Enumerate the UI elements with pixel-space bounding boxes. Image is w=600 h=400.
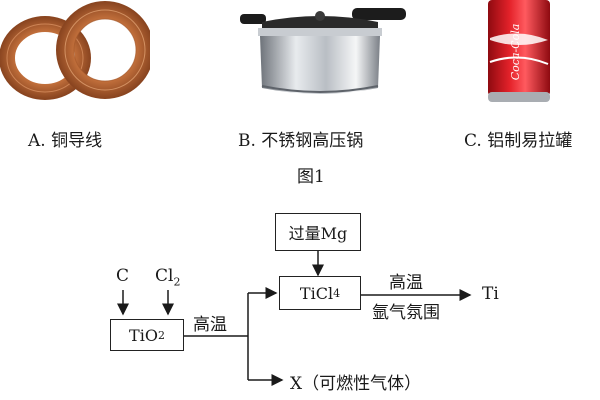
can-logo-text: Coca-Cola	[509, 24, 522, 81]
product-ti: Ti	[482, 284, 499, 304]
cl2-base: Cl	[155, 266, 174, 286]
tio2-base: TiO	[129, 325, 158, 345]
excess-mg-label: 过量Mg	[288, 224, 348, 243]
caption-b: B. 不锈钢高压锅	[238, 131, 364, 151]
reactant-c: C	[116, 266, 130, 286]
ticl4-base: TiCl	[299, 283, 334, 303]
tio2-sub: 2	[157, 328, 165, 342]
figure-title: 图1	[297, 167, 325, 187]
copper-wire-image	[0, 0, 154, 110]
byproduct-x: X（可燃性气体）	[290, 374, 422, 394]
ticl4-sub: 4	[333, 286, 341, 300]
excess-mg-box: 过量Mg	[275, 213, 361, 251]
cl2-sub: 2	[173, 275, 181, 289]
reactant-cl2: Cl2	[155, 266, 180, 288]
condition-high-temp-1: 高温	[193, 315, 227, 335]
condition-argon: 氩气氛围	[372, 303, 440, 323]
caption-a: A. 铜导线	[28, 131, 103, 151]
cola-can-image: Coca-Cola	[484, 0, 554, 104]
caption-c: C. 铝制易拉罐	[464, 131, 573, 151]
pressure-cooker-image	[232, 0, 408, 100]
condition-high-temp-2: 高温	[389, 273, 423, 293]
